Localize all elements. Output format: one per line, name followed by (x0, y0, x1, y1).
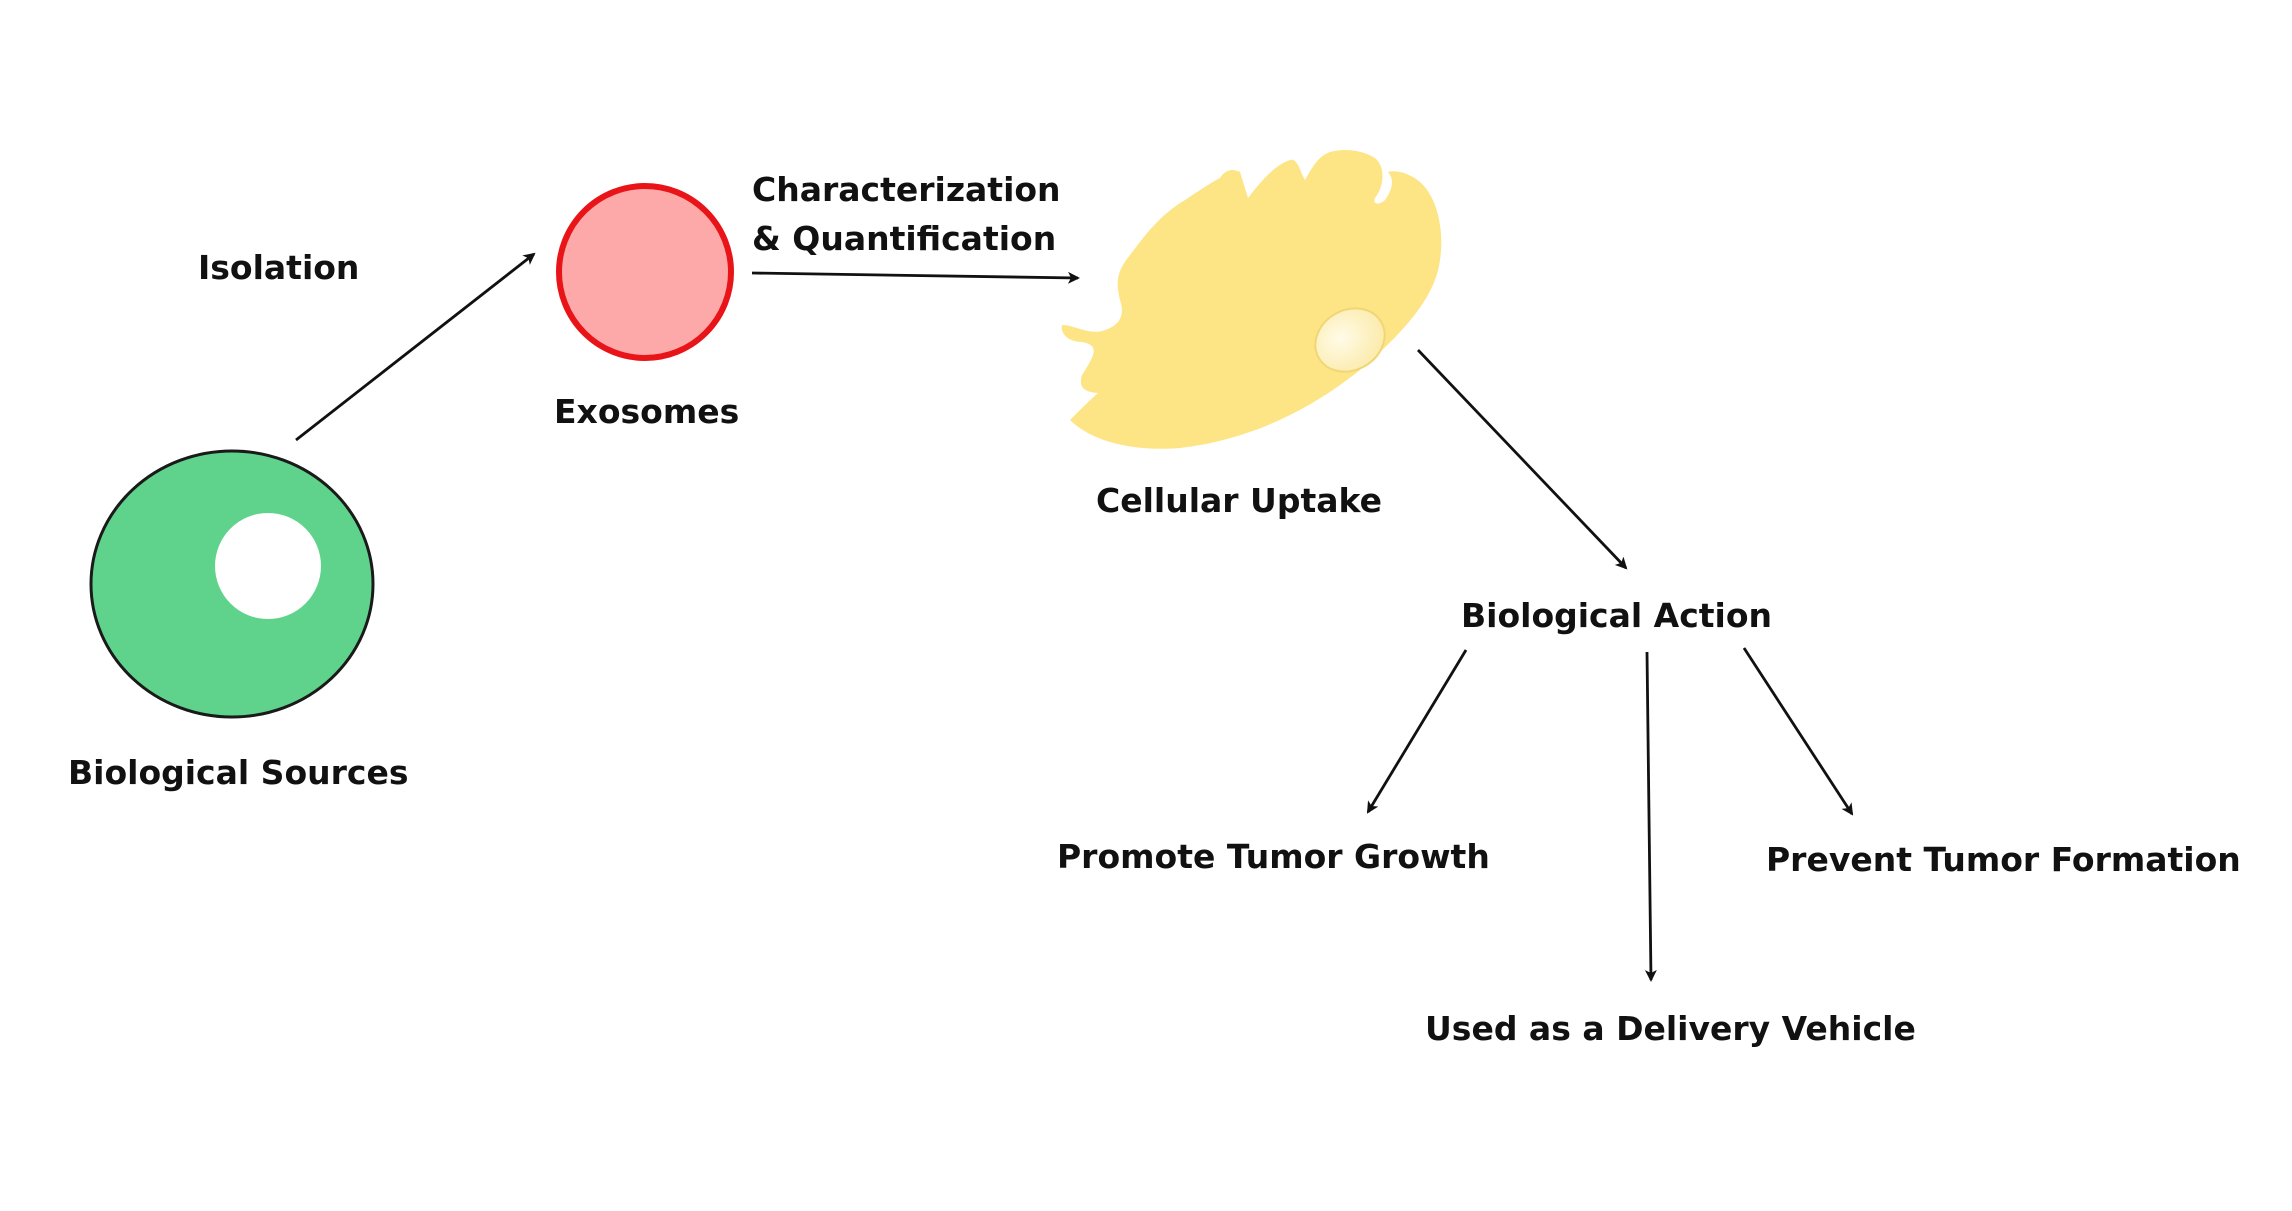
characterization-arrow (751, 271, 1080, 284)
internalized-vesicle (1314, 307, 1386, 373)
exosome-circle (556, 183, 734, 361)
recipient-cell (1061, 150, 1442, 449)
prevent-tumor-formation-label: Prevent Tumor Formation (1766, 840, 2241, 879)
cellular-uptake-label: Cellular Uptake (1096, 481, 1382, 520)
action-to-promote-arrow (1366, 649, 1468, 814)
promote-tumor-growth-label: Promote Tumor Growth (1057, 837, 1490, 876)
isolation-label: Isolation (198, 248, 359, 287)
isolation-arrow (295, 252, 536, 442)
source-cell-nucleus (215, 513, 321, 619)
delivery-vehicle-label: Used as a Delivery Vehicle (1425, 1009, 1916, 1048)
recipient-cell-body (1061, 150, 1442, 449)
action-to-delivery-arrow (1644, 651, 1657, 982)
uptake-to-action-arrow (1416, 349, 1628, 570)
characterization-label: Characterization (752, 170, 1061, 209)
action-to-prevent-arrow (1742, 647, 1854, 816)
quantification-label: & Quantification (752, 219, 1056, 258)
exosomes-label: Exosomes (554, 392, 739, 431)
biological-source-cell (89, 449, 375, 719)
biological-sources-label: Biological Sources (68, 753, 408, 792)
biological-action-label: Biological Action (1461, 596, 1772, 635)
